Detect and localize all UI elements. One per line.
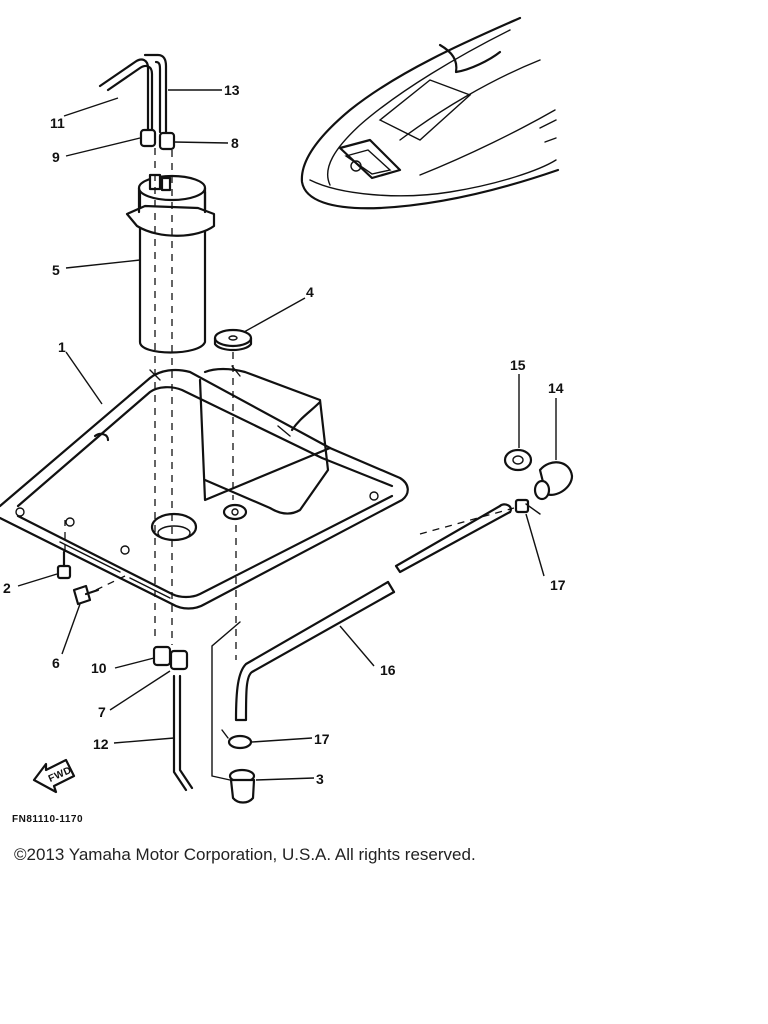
callout-1: 1	[58, 339, 66, 355]
callout-2: 2	[3, 580, 11, 596]
callout-8: 8	[231, 135, 239, 151]
callout-7: 7	[98, 704, 106, 720]
grommet-15	[503, 448, 533, 472]
cap-10	[152, 645, 172, 667]
parts-diagram: 11 13 9 8 5 4 1 2 6 10 7 12 15 14 17 16 …	[0, 16, 574, 825]
bolt-2	[56, 550, 72, 580]
assembly-guides	[64, 148, 515, 781]
tube-12	[172, 674, 188, 792]
callout-12: 12	[93, 736, 109, 752]
callout-11: 11	[50, 115, 65, 131]
rubber-disc-4	[213, 328, 253, 352]
cap-7	[169, 649, 189, 671]
callout-14: 14	[548, 380, 564, 396]
callout-17-lower: 17	[314, 731, 330, 747]
hose-16	[234, 503, 512, 722]
clamp-17-upper	[514, 498, 541, 515]
clamp-17-lower	[221, 729, 253, 750]
cap-8	[158, 131, 176, 151]
cap-9	[139, 128, 157, 148]
callout-13: 13	[224, 82, 240, 98]
callout-numbers: 11 13 9 8 5 4 1 2 6 10 7 12 15 14 17 16 …	[3, 82, 566, 787]
callout-10: 10	[91, 660, 107, 676]
bolt-6	[72, 584, 100, 606]
callout-17-upper: 17	[550, 577, 566, 593]
callout-3: 3	[316, 771, 324, 787]
figure-code: FN81110-1170	[12, 814, 83, 825]
callout-16: 16	[380, 662, 396, 678]
callout-15: 15	[510, 357, 526, 373]
callout-9: 9	[52, 149, 60, 165]
fitting-14	[533, 461, 574, 501]
leader-lines	[17, 89, 557, 781]
grommet-3	[228, 768, 256, 804]
fwd-arrow-icon: FWD	[32, 758, 76, 794]
callout-5: 5	[52, 262, 60, 278]
copyright-notice: ©2013 Yamaha Motor Corporation, U.S.A. A…	[14, 845, 476, 864]
watercraft-hull-illustration	[300, 16, 560, 210]
canister-5	[125, 173, 216, 354]
callout-4: 4	[306, 284, 314, 300]
breather-tubes-top	[98, 53, 168, 134]
callout-6: 6	[52, 655, 60, 671]
